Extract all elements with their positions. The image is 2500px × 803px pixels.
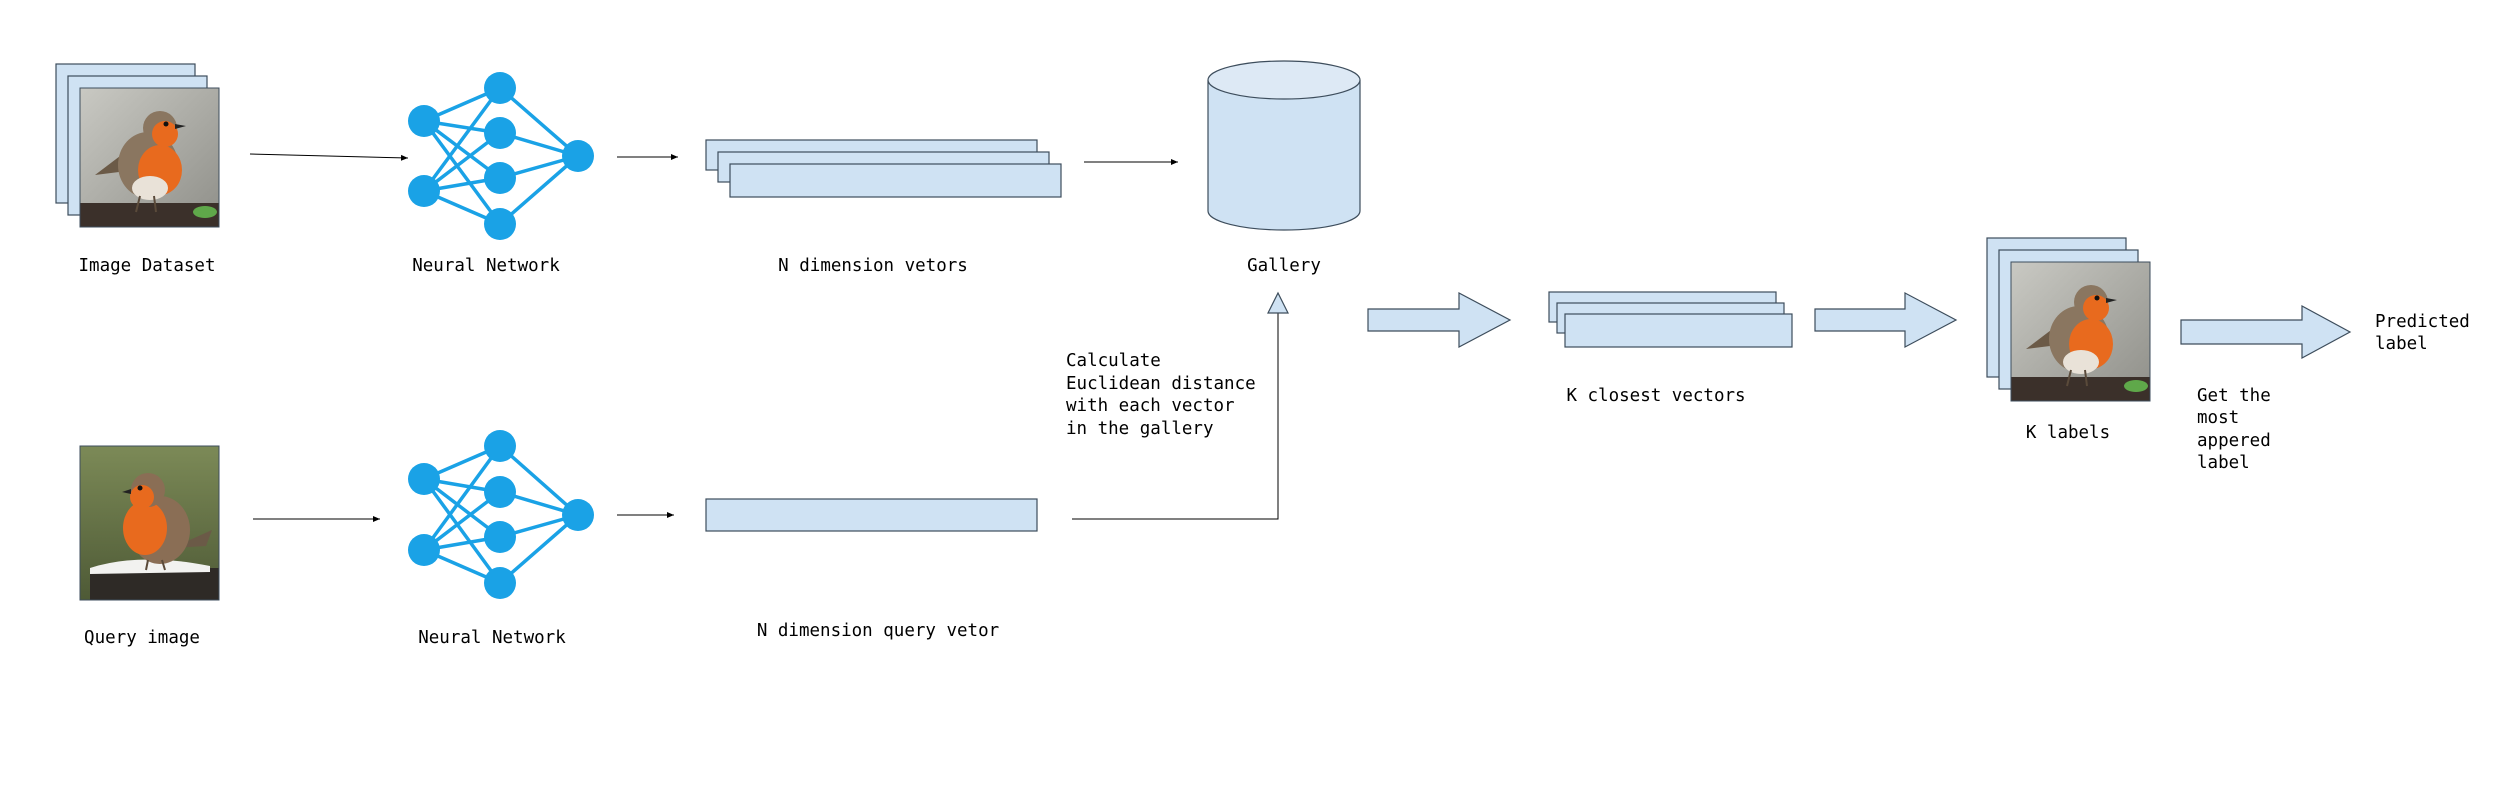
vector-bar — [729, 163, 1062, 198]
get-label-line1: Get the — [2197, 386, 2271, 406]
get-label-line4: label — [2197, 453, 2250, 473]
robin-photo — [80, 446, 219, 600]
query-image-label: Query image — [84, 628, 200, 648]
query-vector-bar — [705, 498, 1038, 532]
get-label-line2: most — [2197, 408, 2239, 428]
robin-photo — [80, 88, 219, 227]
image-dataset-label: Image Dataset — [79, 256, 216, 276]
predicted-label-line2: label — [2375, 334, 2428, 354]
block-arrow-icon — [1367, 292, 1512, 348]
block-arrow-icon — [2180, 304, 2352, 360]
calc-text-line4: in the gallery — [1066, 419, 1214, 439]
n-dim-vectors-label: N dimension vetors — [778, 256, 968, 276]
block-arrow-icon — [1814, 292, 1958, 348]
predicted-label-line1: Predicted — [2375, 312, 2470, 332]
vector-stack — [705, 139, 1062, 198]
k-labels-stack — [1986, 237, 2151, 402]
k-closest-label: K closest vectors — [1566, 386, 1745, 406]
image-dataset-stack — [55, 63, 220, 228]
k-closest-stack — [1548, 291, 1793, 348]
robin-photo — [2011, 262, 2150, 401]
n-dim-query-vector-label: N dimension query vetor — [757, 621, 999, 641]
database-cylinder-icon — [1207, 60, 1361, 231]
neural-network-icon — [408, 430, 594, 599]
gallery-label: Gallery — [1247, 256, 1321, 276]
calc-text-line1: Calculate — [1066, 351, 1161, 371]
neural-network-top-label: Neural Network — [412, 256, 560, 276]
connector-query-to-gallery — [1072, 313, 1279, 520]
neural-network-bottom-label: Neural Network — [418, 628, 566, 648]
calc-text-line2: Euclidean distance — [1066, 374, 1256, 394]
get-label-line3: appered — [2197, 431, 2271, 451]
gallery-input-arrowhead — [1267, 291, 1289, 314]
k-labels-label: K labels — [2026, 423, 2110, 443]
arrow-dataset-to-network — [249, 153, 409, 161]
calc-text-line3: with each vector — [1066, 396, 1235, 416]
neural-network-icon — [408, 72, 594, 240]
vector-bar — [1564, 313, 1793, 348]
query-image — [79, 445, 220, 601]
